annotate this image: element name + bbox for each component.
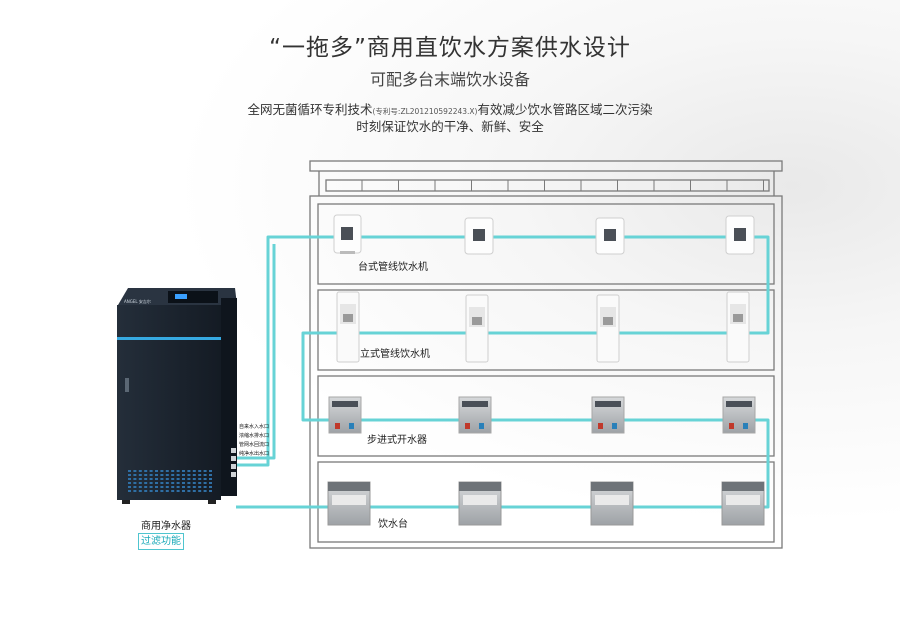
label-desktop-dispenser: 台式管线饮水机 (358, 262, 428, 273)
page-subtitle: 可配多台末端饮水设备 (369, 70, 530, 89)
purifier-brand: ANGEL 安吉尔 (124, 299, 151, 304)
floor-2 (317, 289, 775, 371)
floor-1 (317, 203, 775, 285)
description-line-2: 时刻保证饮水的干净、新鲜、安全 (356, 119, 544, 134)
drinking-station (458, 481, 502, 526)
description-line-1: 全网无菌循环专利技术(专利号:ZL201210592243.X)有效减少饮水管路… (0, 99, 900, 118)
standing-dispenser (465, 294, 489, 363)
drinking-station (721, 481, 765, 526)
port-label-tap-inlet: 自来水入水口 (239, 424, 270, 430)
boiler (722, 396, 756, 434)
floor-3 (317, 375, 775, 457)
desktop-dispenser (464, 217, 494, 255)
boiler (458, 396, 492, 434)
purifier-label: 商用净水器 (141, 521, 191, 532)
label-boiler: 步进式开水器 (367, 435, 427, 446)
standing-dispenser (726, 291, 750, 363)
boiler (591, 396, 625, 434)
accent-stripe (117, 337, 221, 340)
port-label-pure-outlet: 纯净水出水口 (239, 451, 270, 457)
label-drinking-station: 饮水台 (378, 519, 408, 530)
standing-dispenser (596, 294, 620, 363)
pipe-network (236, 235, 770, 509)
pipe-supply (236, 235, 770, 509)
standing-dispenser (336, 291, 360, 363)
desktop-dispenser (333, 214, 362, 254)
boilers (328, 396, 756, 434)
drinking-station (327, 481, 371, 526)
drinking-station (590, 481, 634, 526)
standing-dispensers (336, 291, 750, 363)
roof-vent (325, 179, 770, 192)
floor-4 (317, 461, 775, 543)
label-standing-dispenser: 立式管线饮水机 (360, 349, 430, 360)
description-main: 全网无菌循环专利技术 (247, 102, 373, 117)
building-outline (309, 195, 783, 549)
patent-number: (专利号:ZL201210592243.X) (372, 107, 478, 116)
description-tail: 有效减少饮水管路区域二次污染 (477, 102, 653, 117)
port-label-return: 管网水回流口 (239, 442, 270, 448)
port-label-concentrate-drain: 浓缩水排水口 (239, 433, 270, 439)
filter-function-badge: 过滤功能 (138, 533, 184, 550)
drinking-stations (327, 481, 765, 526)
roof-top (309, 160, 783, 172)
boiler (328, 396, 362, 434)
page-title: “一拖多”商用直饮水方案供水设计 (269, 35, 631, 61)
commercial-purifier (117, 288, 237, 504)
building-frame (309, 160, 783, 549)
desktop-dispenser (595, 217, 625, 255)
desktop-dispensers (333, 214, 755, 255)
desktop-dispenser (725, 215, 755, 255)
pipe-return (236, 244, 276, 460)
